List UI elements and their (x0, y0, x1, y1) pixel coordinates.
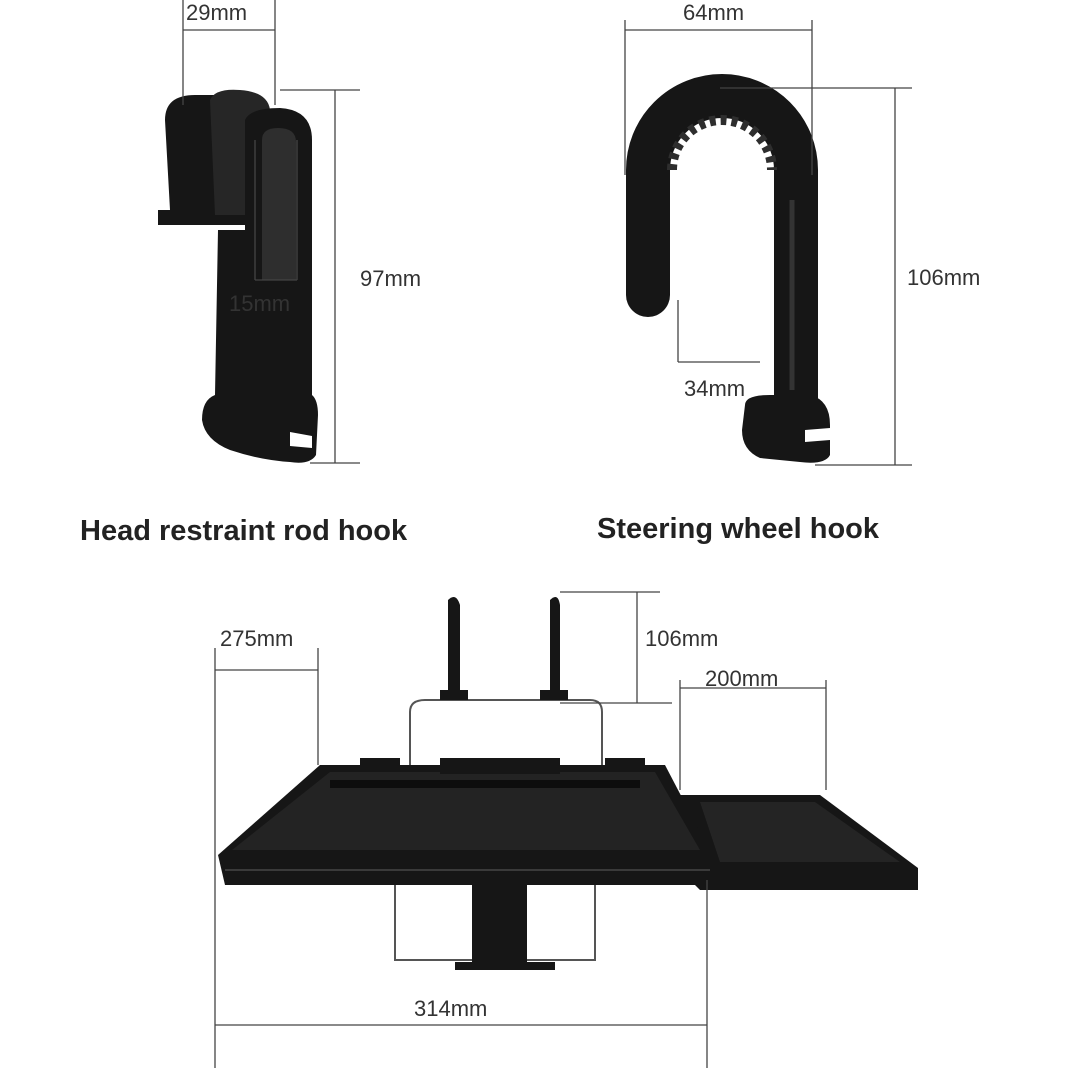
steering-hook-gap-label: 34mm (684, 376, 745, 401)
head-restraint-hook (158, 89, 318, 463)
steering-hook-height-label: 106mm (907, 265, 980, 290)
tray-dimensions: 275mm 106mm 200mm 314mm (214, 591, 827, 1068)
steering-hook-title: Steering wheel hook (597, 513, 880, 545)
head-hook-height-label: 97mm (360, 266, 421, 291)
side-tray-width-label: 200mm (705, 666, 778, 691)
head-hook-gap-label: 15mm (229, 291, 290, 316)
steering-hook-width-label: 64mm (683, 0, 744, 25)
head-hook-dimensions: 29mm 15mm 97mm (182, 0, 421, 464)
steering-hook-dimensions: 64mm 106mm 34mm (624, 0, 980, 466)
steering-wheel-hook (626, 74, 830, 463)
head-hook-title: Head restraint rod hook (80, 515, 408, 547)
tray-assembly (218, 596, 918, 970)
tray-hook-height-label: 106mm (645, 626, 718, 651)
tray-width-label: 314mm (414, 996, 487, 1021)
tray-depth-label: 275mm (220, 626, 293, 651)
head-hook-width-label: 29mm (186, 0, 247, 25)
